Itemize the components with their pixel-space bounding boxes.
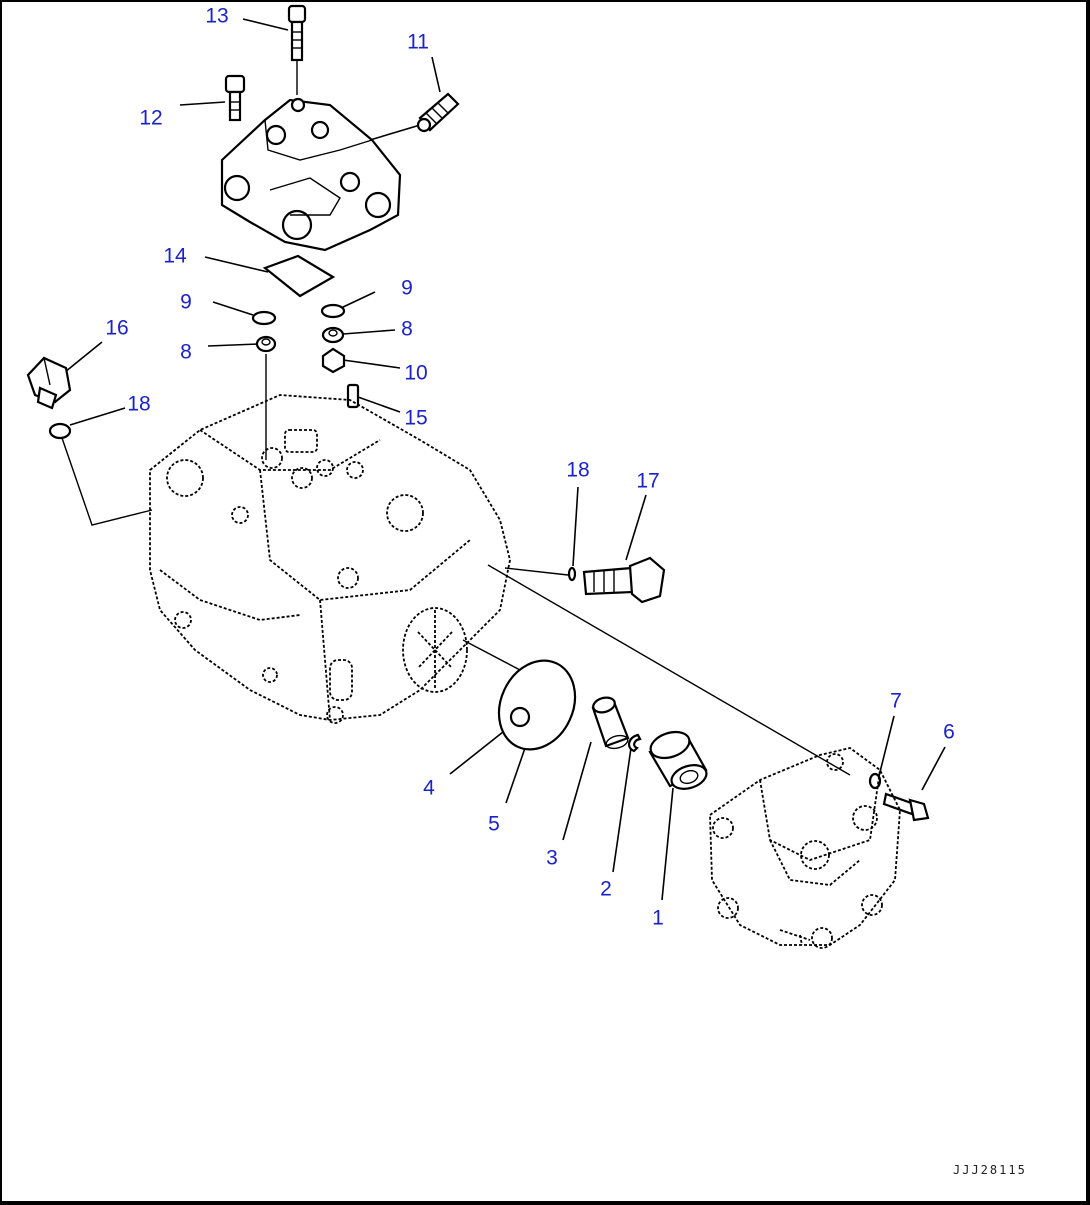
callout-8-right: 8	[401, 317, 413, 341]
callout-12: 12	[139, 106, 163, 130]
drawing-id: JJJ28115	[953, 1163, 1027, 1177]
part-14-gasket	[262, 254, 336, 298]
callout-15: 15	[404, 406, 428, 430]
part-9-oring-right	[320, 303, 346, 319]
part-11-plug	[416, 92, 460, 133]
callout-18-bolt: 18	[566, 458, 590, 482]
callout-9-left: 9	[180, 290, 192, 314]
callout-17: 17	[636, 469, 660, 493]
callout-5: 5	[488, 812, 500, 836]
part-18-oring-bolt	[567, 566, 577, 582]
part-5-oring-large	[497, 659, 577, 751]
auxiliary-pump	[709, 747, 901, 949]
part-1-sleeve	[648, 730, 708, 790]
callout-11: 11	[407, 30, 429, 54]
callout-10: 10	[404, 361, 428, 385]
part-8-collar-left	[255, 335, 277, 353]
part-18-oring-sensor	[48, 422, 72, 440]
upper-valve-body	[220, 97, 402, 252]
callout-18-sensor: 18	[127, 392, 151, 416]
callout-16: 16	[105, 316, 129, 340]
part-2-snap-ring	[628, 733, 642, 753]
callout-2: 2	[600, 877, 612, 901]
callout-9-right: 9	[401, 276, 413, 300]
leader-lines	[61, 18, 946, 901]
callout-7: 7	[890, 689, 902, 713]
part-12-bolt	[224, 74, 246, 122]
part-15-pin	[346, 383, 360, 409]
part-7-washer	[868, 772, 882, 790]
callout-3: 3	[546, 846, 558, 870]
part-13-bolt	[287, 4, 307, 62]
callout-14: 14	[163, 244, 187, 268]
part-17-bolt	[582, 556, 666, 604]
callout-8-left: 8	[180, 340, 192, 364]
callout-1: 1	[652, 906, 664, 930]
main-pump-housing	[149, 394, 511, 724]
part-16-sensor	[26, 356, 72, 410]
callout-13: 13	[205, 4, 229, 28]
callout-4: 4	[423, 776, 435, 800]
callout-6: 6	[943, 720, 955, 744]
part-9-oring-left	[251, 310, 277, 326]
part-6-bolt	[882, 792, 930, 822]
part-8-collar-right	[321, 326, 345, 344]
part-10-nut	[321, 347, 346, 374]
part-4-oring-small	[509, 706, 531, 728]
part-3-bushing	[591, 696, 630, 750]
